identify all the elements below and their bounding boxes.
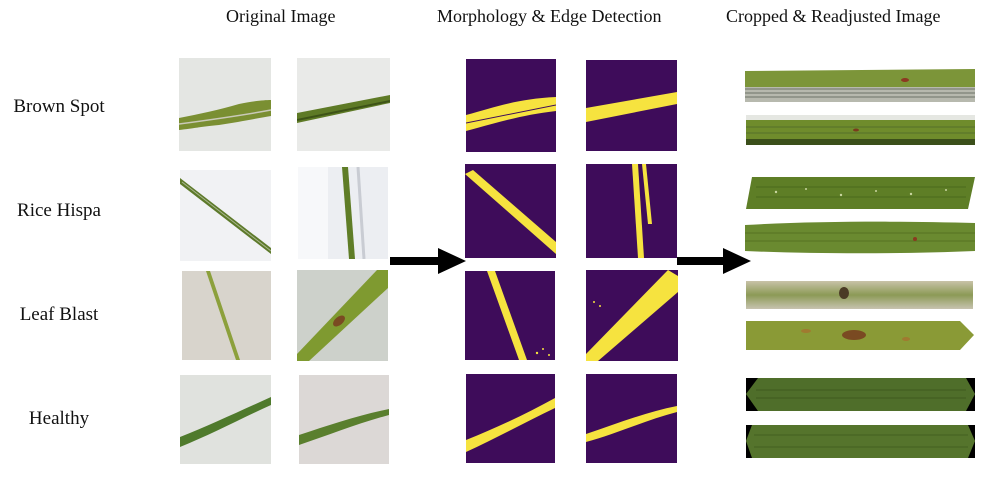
cropped-strip-rice-hispa-2: [745, 221, 975, 254]
mask-brown-spot-2: [586, 60, 677, 151]
original-image-healthy-1: [180, 375, 271, 464]
row-label-leaf-blast: Leaf Blast: [19, 304, 99, 325]
mask-rice-hispa-1: [465, 164, 556, 258]
original-image-rice-hispa-2: [298, 167, 388, 259]
row-label-healthy: Healthy: [28, 408, 90, 429]
cropped-strip-leaf-blast-1: [746, 281, 973, 309]
cropped-strip-leaf-blast-2: [746, 321, 974, 350]
mask-healthy-2: [586, 374, 677, 463]
mask-rice-hispa-2: [586, 164, 677, 258]
row-label-rice-hispa: Rice Hispa: [17, 200, 101, 221]
row-label-brown-spot: Brown Spot: [13, 96, 105, 117]
original-image-brown-spot-2: [297, 58, 390, 151]
original-image-leaf-blast-1: [182, 271, 271, 360]
original-image-leaf-blast-2: [297, 270, 388, 361]
cropped-strip-healthy-1: [746, 378, 975, 411]
mask-leaf-blast-1: [465, 271, 555, 360]
original-image-healthy-2: [299, 375, 389, 464]
column-heading-morphology: Morphology & Edge Detection: [437, 6, 662, 26]
mask-healthy-1: [466, 374, 555, 463]
cropped-strip-healthy-2: [746, 425, 975, 458]
mask-brown-spot-1: [466, 59, 556, 152]
mask-leaf-blast-2: [586, 270, 678, 361]
cropped-strip-rice-hispa-1: [746, 177, 975, 209]
original-image-brown-spot-1: [179, 58, 271, 151]
arrow-to-cropped: [677, 248, 751, 274]
column-heading-cropped: Cropped & Readjusted Image: [726, 6, 941, 26]
cropped-strip-brown-spot-2: [746, 115, 975, 145]
arrow-to-morphology: [390, 248, 466, 274]
column-heading-original: Original Image: [226, 6, 336, 26]
cropped-strip-brown-spot-1: [745, 69, 975, 102]
original-image-rice-hispa-1: [180, 170, 271, 261]
